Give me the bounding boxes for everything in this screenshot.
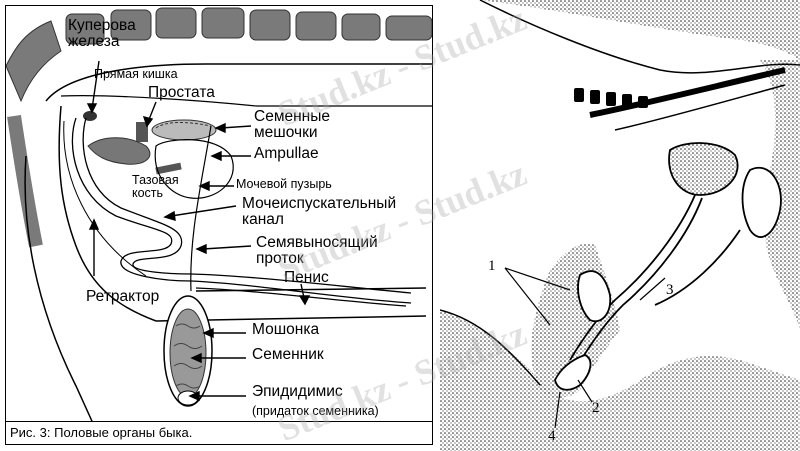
marker-3: 3	[666, 282, 674, 298]
label-seminal-vesicles: Семенные мешочки	[254, 108, 330, 142]
label-vas-deferens: Семявыносящий проток	[256, 234, 378, 268]
anatomy-drawing-left	[6, 7, 432, 442]
label-pelvic-bone: Тазовая кость	[132, 173, 179, 201]
leader-arrows	[86, 60, 311, 402]
label-testis: Семенник	[252, 346, 324, 363]
bladder	[154, 139, 234, 199]
figure-caption: Рис. 3: Половые органы быка.	[10, 425, 193, 440]
number-leaders	[504, 267, 666, 429]
label-ampullae: Ampullae	[254, 145, 319, 162]
retractor-muscle	[63, 120, 147, 277]
vas-deferens	[190, 125, 212, 292]
body-outline	[24, 63, 432, 442]
stippled-body	[440, 0, 800, 451]
pelvic-bone-part	[155, 162, 182, 175]
tract-ducts	[554, 194, 741, 391]
label-prostate: Простата	[148, 84, 215, 101]
vertebral-column	[574, 67, 786, 131]
label-retractor: Ретрактор	[86, 288, 160, 305]
vertebrae	[6, 7, 432, 248]
bull-reproductive-organs-panel: Куперова железа Прямая кишка Простата Се…	[5, 5, 433, 445]
scrotum-testis	[163, 295, 213, 407]
label-epididymis: Эпидидимис	[252, 383, 343, 400]
marker-2: 2	[592, 400, 600, 416]
label-urethra: Мочеиспускательный канал	[242, 195, 397, 229]
label-cowper-gland: Куперова железа	[68, 17, 136, 51]
caption-bar: Рис. 3: Половые органы быка.	[6, 421, 432, 444]
label-bladder: Мочевой пузырь	[236, 177, 332, 191]
anatomy-drawing-right	[440, 0, 800, 451]
urethra-penis	[71, 117, 412, 307]
marker-1: 1	[488, 258, 496, 274]
label-scrotum: Мошонка	[252, 321, 320, 338]
bladder-vesicle	[668, 142, 782, 238]
label-rectum: Прямая кишка	[94, 67, 178, 81]
label-penis: Пенис	[284, 269, 329, 286]
genital-tract-sketch-panel: 1 2 3 4	[440, 0, 800, 451]
label-epididymis-note: (придаток семенника)	[252, 404, 379, 418]
pelvic-bone	[87, 137, 151, 165]
rectum	[60, 95, 432, 107]
marker-4: 4	[548, 428, 556, 444]
